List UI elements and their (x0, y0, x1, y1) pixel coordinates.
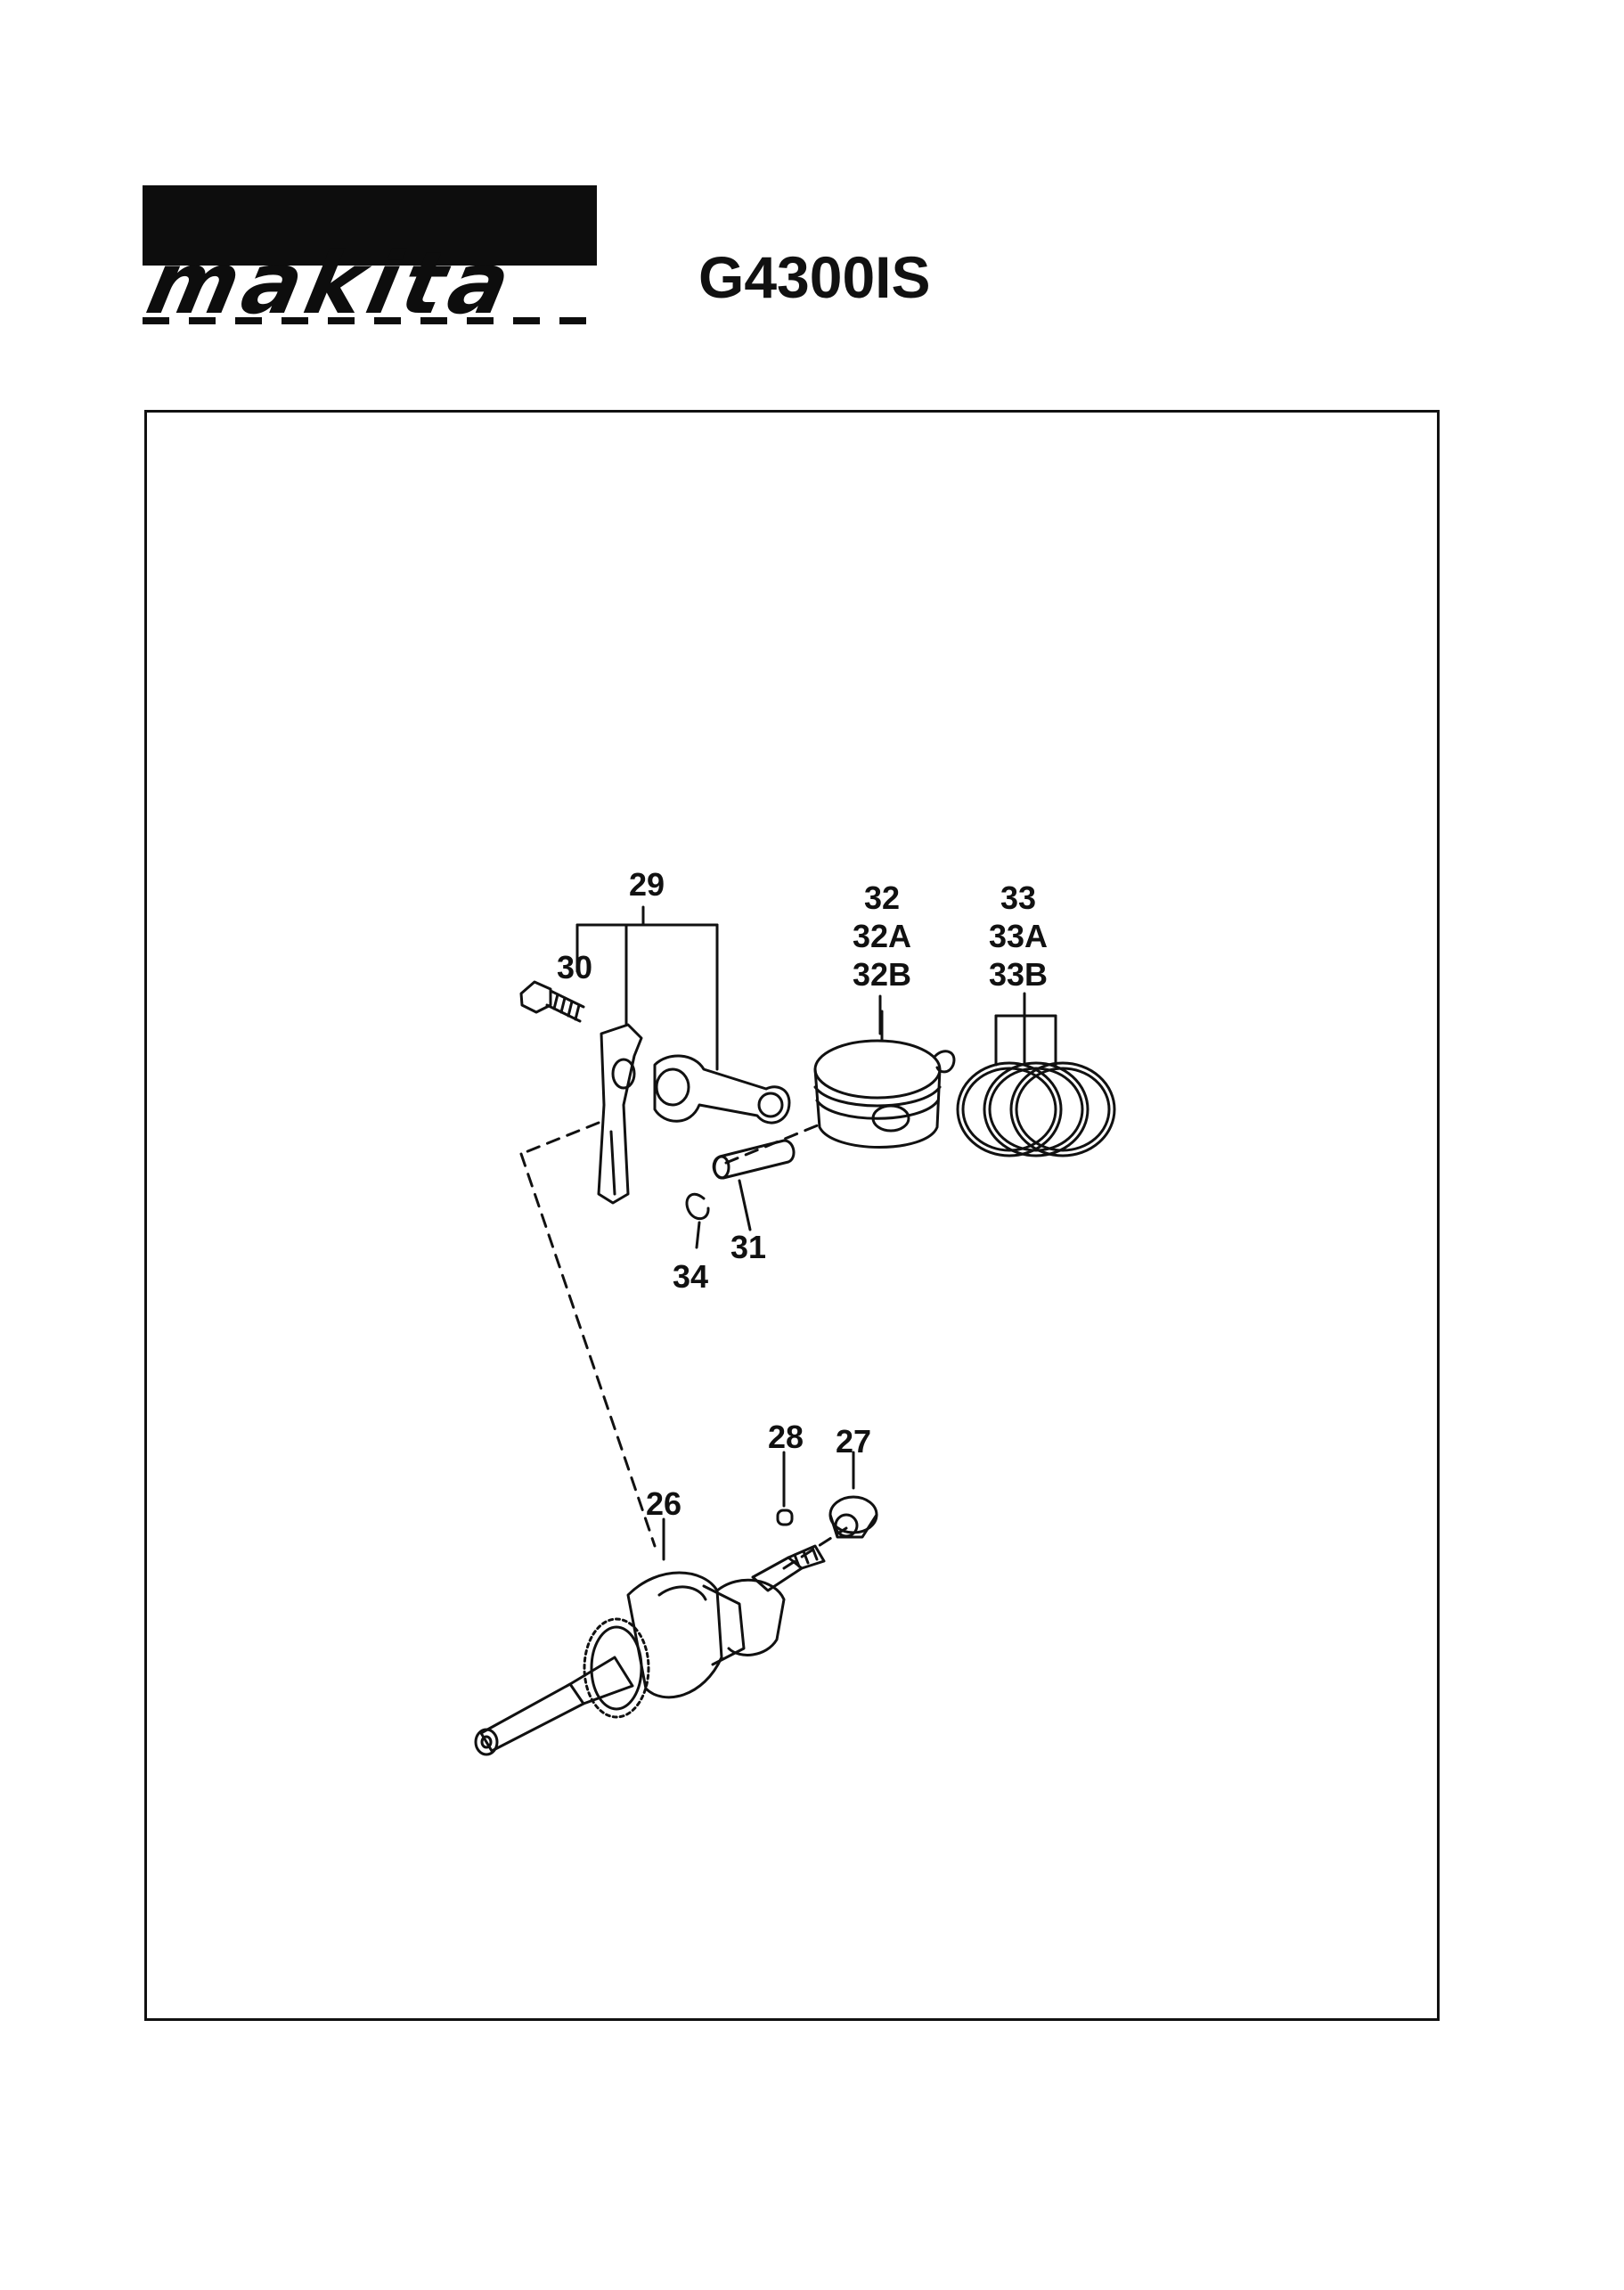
part-labels: 29 30 32 32A 32B 33 33A 33B 34 31 28 27 … (557, 866, 1048, 1522)
diagram-frame (144, 410, 1440, 2021)
label-33A: 33A (989, 918, 1048, 954)
label-32A: 32A (853, 918, 911, 954)
label-27: 27 (836, 1423, 871, 1460)
rod-cap (597, 1023, 643, 1205)
bolt-30 (519, 980, 585, 1023)
piston-pin-31 (712, 1139, 796, 1231)
nut-27 (828, 1451, 878, 1539)
label-32B: 32B (853, 956, 911, 993)
makita-logo: makita (139, 185, 597, 333)
label-28: 28 (768, 1419, 804, 1455)
bracket-33 (994, 992, 1057, 1067)
label-34: 34 (673, 1258, 708, 1295)
piston-rings-33 (956, 1061, 1116, 1157)
circlip-34 (685, 1192, 710, 1249)
piston-32 (813, 1010, 942, 1149)
model-number: G4300IS (698, 244, 931, 310)
label-33B: 33B (989, 956, 1048, 993)
bracket-29 (575, 905, 719, 1071)
circlip-right (934, 1050, 956, 1074)
label-31: 31 (730, 1229, 766, 1265)
label-29: 29 (629, 866, 665, 903)
logo-bar (143, 185, 597, 266)
label-26: 26 (646, 1485, 681, 1522)
assembly-guide-lines (519, 1121, 848, 1570)
woodruff-key-28 (776, 1451, 794, 1526)
label-30: 30 (557, 949, 592, 986)
crankshaft-26 (474, 1517, 826, 1756)
logo-underline (143, 317, 597, 324)
label-32: 32 (864, 879, 900, 916)
label-33: 33 (1000, 879, 1036, 916)
connecting-rod (653, 1054, 791, 1125)
